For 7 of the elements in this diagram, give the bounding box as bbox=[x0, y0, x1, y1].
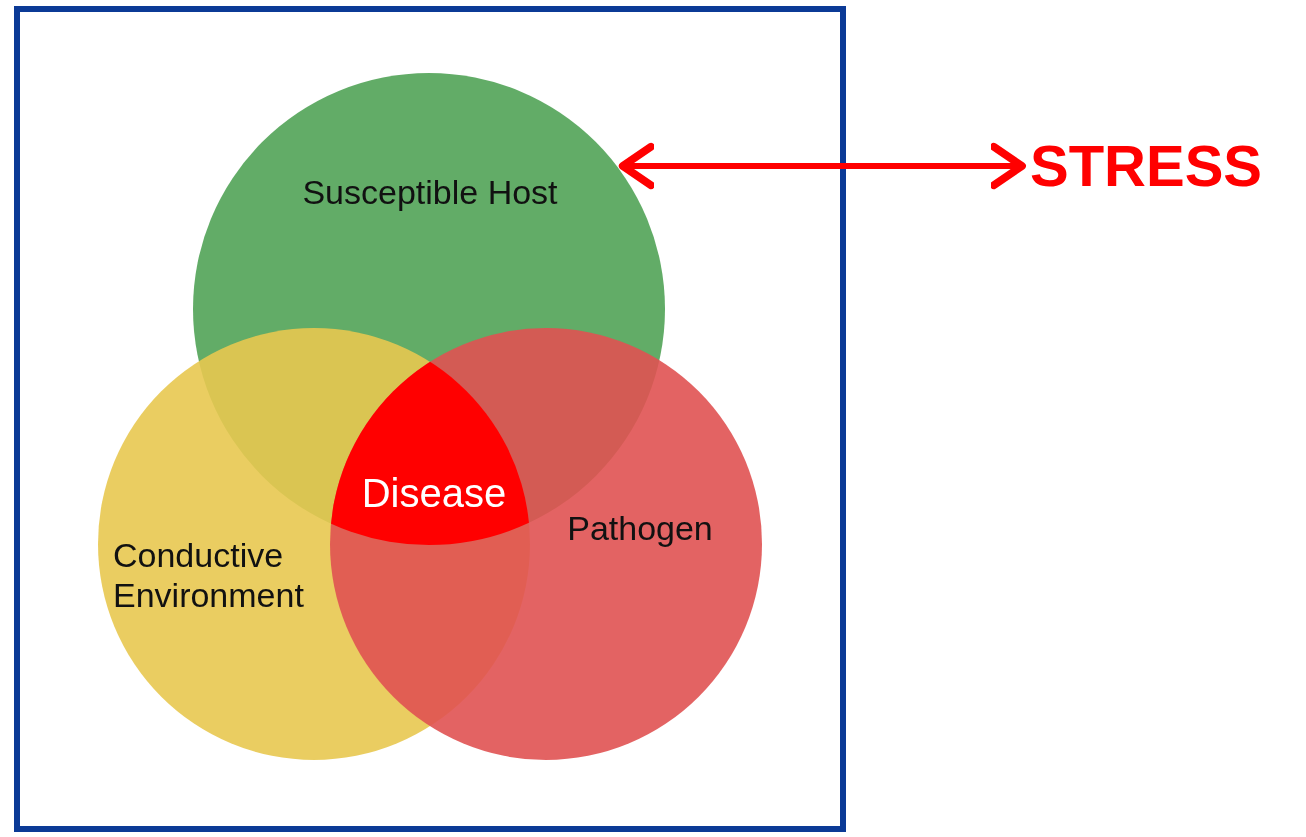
circle-label: Conductive Environment bbox=[113, 535, 305, 615]
stress-label: STRESS bbox=[1030, 132, 1263, 200]
circle-label: Pathogen bbox=[566, 508, 714, 548]
circle-label: Susceptible Host bbox=[301, 172, 559, 212]
double-arrow bbox=[618, 142, 1026, 190]
intersection-label: Disease bbox=[360, 470, 508, 517]
frame-border bbox=[14, 6, 846, 832]
